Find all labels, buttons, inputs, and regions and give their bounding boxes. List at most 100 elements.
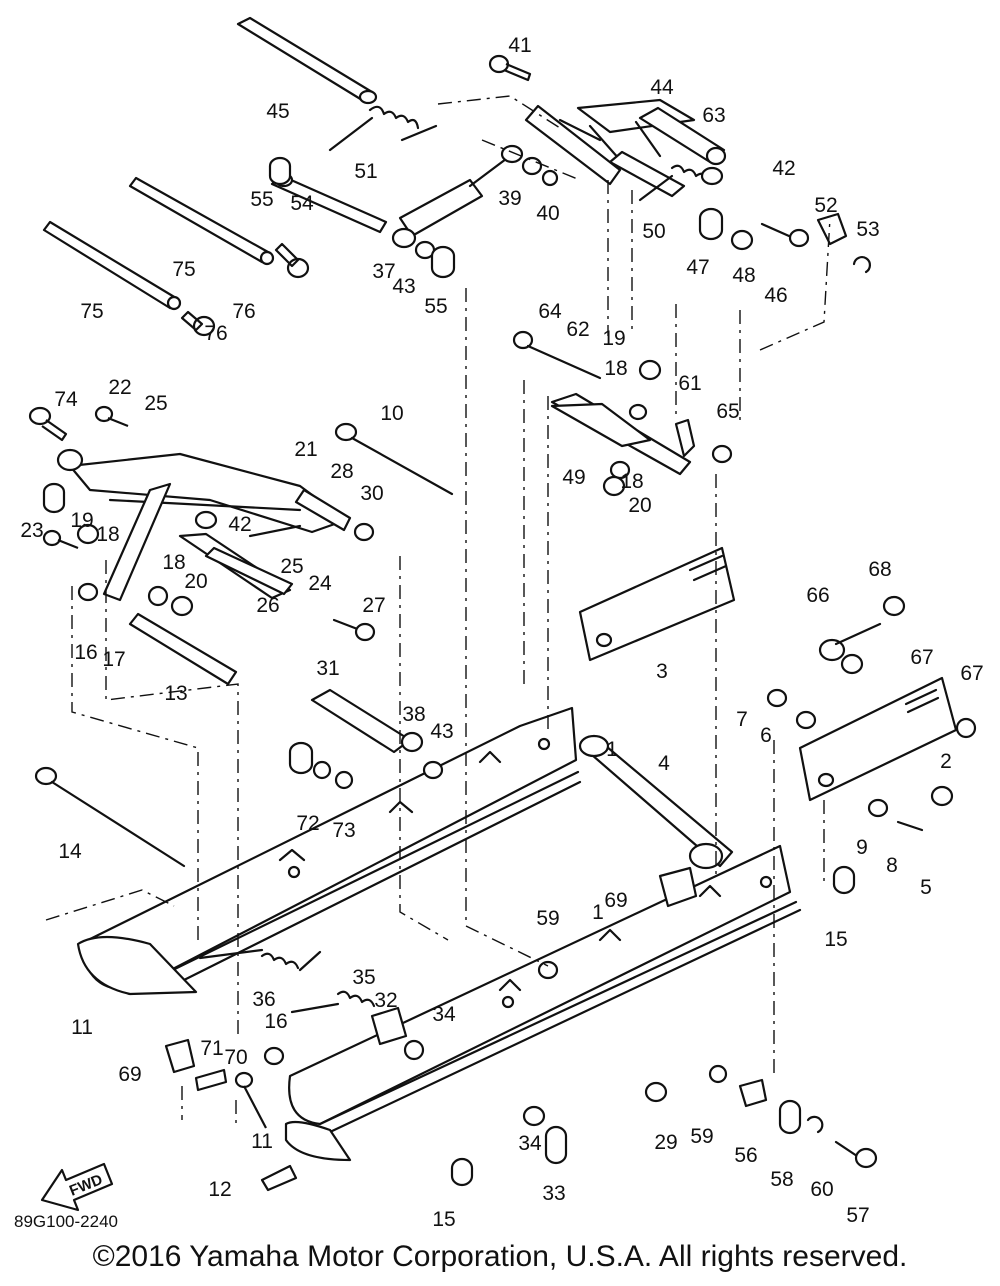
callout-71: 71 <box>200 1037 223 1060</box>
callout-45: 45 <box>266 100 289 123</box>
callout-44: 44 <box>650 76 674 99</box>
callout-63: 63 <box>702 104 725 127</box>
collars-47-48 <box>698 166 754 251</box>
callout-6: 6 <box>760 724 772 747</box>
plate-3 <box>578 546 736 662</box>
callout-48: 48 <box>732 264 755 287</box>
parts-56-to-60 <box>537 960 878 1169</box>
washers-15-16 <box>263 865 856 1187</box>
callout-11: 11 <box>251 1130 273 1153</box>
callout-14: 14 <box>58 840 82 863</box>
callout-25: 25 <box>280 555 303 578</box>
callout-55: 55 <box>250 188 273 211</box>
callout-3: 3 <box>656 660 668 683</box>
bolt-14 <box>34 766 186 868</box>
callout-18: 18 <box>96 523 119 546</box>
bolt-22 <box>94 405 129 428</box>
callout-10: 10 <box>380 402 403 425</box>
callout-33: 33 <box>542 1182 565 1205</box>
callout-49: 49 <box>562 466 585 489</box>
cap-52-clip-53 <box>816 212 871 274</box>
callout-39: 39 <box>498 187 521 210</box>
shaft-26 <box>204 546 294 596</box>
callout-20: 20 <box>184 570 207 593</box>
callout-36: 36 <box>252 988 275 1011</box>
callout-70: 70 <box>224 1046 247 1069</box>
callout-57: 57 <box>846 1204 869 1227</box>
callout-61: 61 <box>678 372 701 395</box>
callout-16: 16 <box>74 641 97 664</box>
callout-37: 37 <box>372 260 395 283</box>
callout-30: 30 <box>360 482 383 505</box>
copyright-notice: ©2016 Yamaha Motor Corporation, U.S.A. A… <box>92 1240 908 1273</box>
collar-55-top <box>268 156 292 186</box>
callout-17: 17 <box>102 648 125 671</box>
callout-42: 42 <box>772 157 795 180</box>
bolt-46 <box>760 222 810 248</box>
fwd-arrow-icon: FWD <box>40 1162 114 1212</box>
callout-18: 18 <box>604 357 627 380</box>
tip-11-lower <box>284 1120 352 1162</box>
callout-74: 74 <box>54 388 78 411</box>
callout-1: 1 <box>592 901 604 924</box>
bolt-27 <box>332 618 376 642</box>
callout-54: 54 <box>290 192 314 215</box>
callout-75: 75 <box>172 258 195 281</box>
shaft-63 <box>638 106 727 166</box>
spring-51 <box>328 105 438 152</box>
shaft-75-upper <box>128 176 275 266</box>
callout-50: 50 <box>642 220 665 243</box>
callout-5: 5 <box>920 876 932 899</box>
screw-12 <box>260 1164 298 1192</box>
callout-4: 4 <box>658 752 670 775</box>
callout-28: 28 <box>330 460 353 483</box>
callout-73: 73 <box>332 819 355 842</box>
tip-11-upper <box>76 935 198 996</box>
callout-56: 56 <box>734 1144 757 1167</box>
callout-13: 13 <box>164 682 187 705</box>
callout-20: 20 <box>628 494 651 517</box>
callout-40: 40 <box>536 202 559 225</box>
callout-18: 18 <box>620 470 643 493</box>
bolt-64 <box>512 330 602 380</box>
callout-21: 21 <box>294 438 317 461</box>
callout-43: 43 <box>392 275 415 298</box>
callout-76: 76 <box>204 322 227 345</box>
shaft-13 <box>128 612 238 686</box>
callout-34: 34 <box>518 1132 542 1155</box>
callout-29: 29 <box>654 1131 677 1154</box>
callout-53: 53 <box>856 218 879 241</box>
callout-34: 34 <box>432 1003 456 1026</box>
callout-68: 68 <box>868 558 891 581</box>
callout-64: 64 <box>538 300 562 323</box>
bolt-41 <box>488 54 532 82</box>
callout-46: 46 <box>764 284 787 307</box>
callout-58: 58 <box>770 1168 793 1191</box>
callout-47: 47 <box>686 256 709 279</box>
parts-69-70-71 <box>164 866 698 1129</box>
callout-67: 67 <box>910 646 933 669</box>
collar-32-34 <box>370 1006 568 1165</box>
callout-27: 27 <box>362 594 385 617</box>
springs-35-36 <box>198 948 376 1014</box>
callout-15: 15 <box>824 928 847 951</box>
callout-66: 66 <box>806 584 829 607</box>
callout-12: 12 <box>208 1178 231 1201</box>
washers-left <box>42 482 218 617</box>
bolt-10 <box>334 422 454 496</box>
callout-31: 31 <box>316 657 339 680</box>
callout-69: 69 <box>118 1063 141 1086</box>
callout-75: 75 <box>80 300 103 323</box>
callout-8: 8 <box>886 854 898 877</box>
callout-18: 18 <box>162 551 185 574</box>
callout-1: 1 <box>606 738 618 761</box>
bolt-66-nut-68 <box>818 595 977 739</box>
callout-52: 52 <box>814 194 837 217</box>
plate-2 <box>798 676 958 802</box>
callout-26: 26 <box>256 594 279 617</box>
callout-19: 19 <box>70 509 93 532</box>
callout-59: 59 <box>690 1125 713 1148</box>
diagram-code: 89G100-2240 <box>14 1212 118 1231</box>
callout-51: 51 <box>354 160 377 183</box>
callout-25: 25 <box>144 392 167 415</box>
